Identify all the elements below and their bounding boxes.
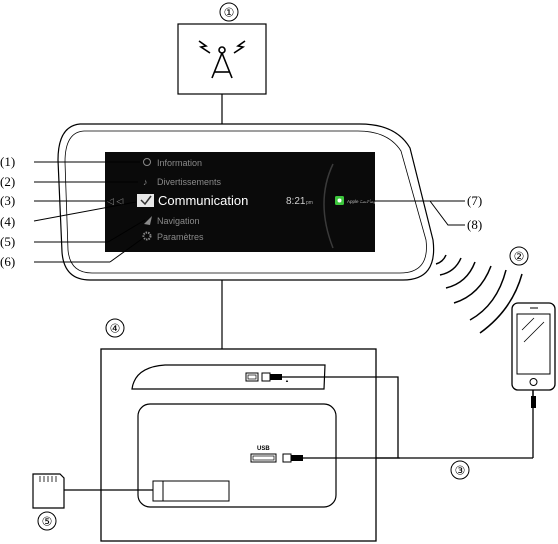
callout-1: (1) <box>0 154 15 169</box>
clock-suffix: pm <box>306 200 313 206</box>
menu-item-divertissements[interactable]: ♪ Divertissements <box>143 177 222 187</box>
antenna-marker: ① <box>224 6 235 20</box>
screen-arc <box>323 163 334 249</box>
callout-line-4 <box>33 201 137 222</box>
callout-4: (4) <box>0 214 15 229</box>
upper-usb-plug <box>270 374 282 380</box>
antenna-group: ① <box>177 2 267 124</box>
menu-item-information[interactable]: Information <box>143 158 203 168</box>
usb-label: USB <box>257 446 270 452</box>
upper-usb-port[interactable] <box>245 372 271 382</box>
sd-card-marker: ⑤ <box>42 515 53 529</box>
menu-label-parametres: Paramètres <box>157 232 204 242</box>
upper-port-mark: ▲ <box>285 378 289 383</box>
callout-line-6-d <box>109 235 147 263</box>
callout-6: (6) <box>0 254 15 269</box>
menu-label-communication: Communication <box>158 193 248 208</box>
smartphone-icon <box>511 302 556 391</box>
menu-item-navigation[interactable]: Navigation <box>144 216 200 226</box>
callout-5: (5) <box>0 234 15 249</box>
media-unit-marker-circle <box>105 318 125 338</box>
menu-label-navigation: Navigation <box>157 216 200 226</box>
menu-label-information: Information <box>157 158 202 168</box>
sd-card-marker-circle <box>37 511 57 531</box>
music-note-icon: ♪ <box>143 177 148 187</box>
antenna-icon <box>198 40 246 79</box>
antenna-box <box>177 23 267 95</box>
sd-slot[interactable] <box>152 480 230 502</box>
gear-icon <box>142 231 152 241</box>
sd-slot-latch <box>152 480 164 502</box>
media-unit-marker: ④ <box>110 322 121 336</box>
clock-time: 8:21 <box>286 196 306 207</box>
wireless-waves-icon <box>435 254 523 334</box>
phone-marker: ② <box>514 250 525 264</box>
cable-marker: ③ <box>455 464 466 478</box>
check-icon <box>140 195 152 206</box>
callout-7: (7) <box>467 193 482 208</box>
callout-3: (3) <box>0 193 15 208</box>
display-bezel-inner <box>64 130 427 274</box>
carplay-icon-dot <box>337 198 342 203</box>
cable-marker-circle <box>450 460 470 480</box>
callout-line-5-d <box>107 219 146 243</box>
lower-usb-port[interactable] <box>250 453 292 463</box>
upper-usb-cable <box>282 376 399 458</box>
callouts-left <box>33 161 147 263</box>
menu-item-communication[interactable]: Communication <box>137 193 248 208</box>
antenna-marker-circle <box>219 2 239 22</box>
screen-left-controls: ◁ ◁ <box>107 196 123 206</box>
navigation-arrow-icon <box>144 216 152 225</box>
callout-8: (8) <box>467 217 482 232</box>
callout-2: (2) <box>0 174 15 189</box>
upper-console <box>131 364 326 390</box>
check-icon-box <box>137 194 154 207</box>
menu-label-divertissements: Divertissements <box>157 177 222 187</box>
info-icon <box>143 158 151 166</box>
phone-marker-circle <box>509 246 529 266</box>
sd-card-icon <box>32 473 65 509</box>
lower-usb-plug <box>291 455 303 461</box>
callouts-right <box>360 200 465 226</box>
callout-line-8 <box>429 200 465 226</box>
menu-item-parametres[interactable]: Paramètres <box>142 231 205 242</box>
clock: 8:21 pm <box>286 196 313 207</box>
